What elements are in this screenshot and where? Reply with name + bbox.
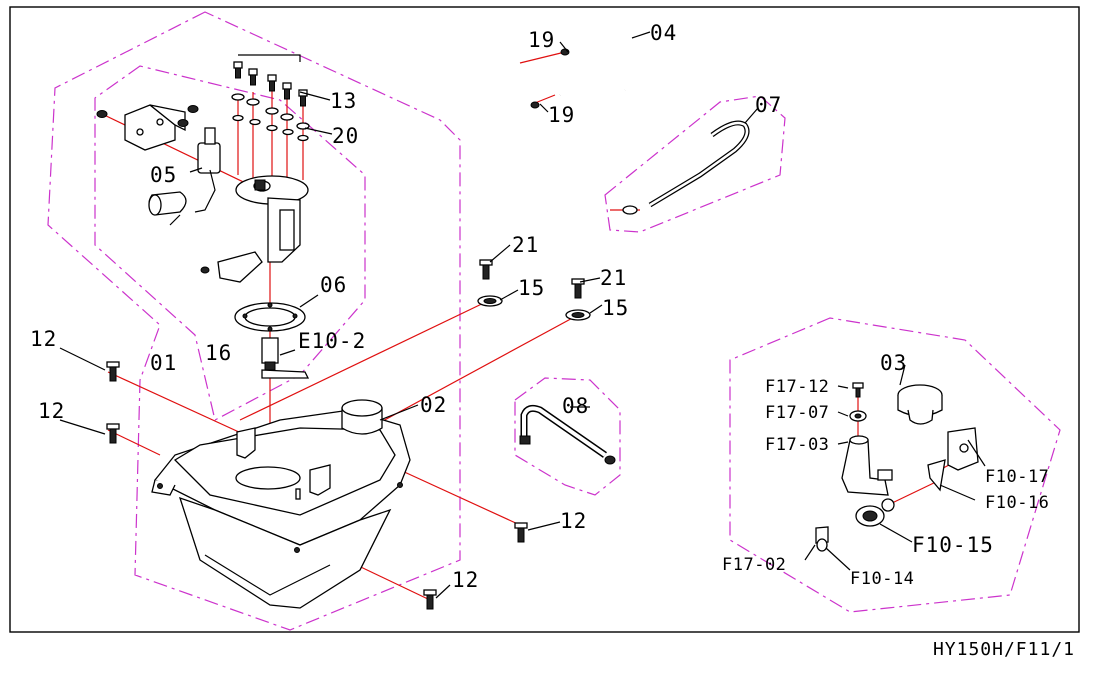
washers-20 — [231, 93, 310, 142]
bolts-21 — [479, 259, 585, 299]
callout-19-b: 19 — [548, 103, 575, 127]
callout-12-a: 12 — [30, 327, 57, 351]
group-outline-cap-lock — [729, 317, 1061, 613]
fuel-pump-05 — [148, 127, 221, 216]
hose-08 — [519, 404, 616, 465]
callout-f17-07: F17-07 — [765, 403, 829, 423]
callout-01: 01 — [150, 351, 177, 375]
screws-13-bracket — [238, 54, 301, 62]
group-outline-hose-07 — [604, 95, 786, 233]
callout-f10-16: F10-16 — [985, 493, 1049, 513]
callout-05: 05 — [150, 163, 177, 187]
fuel-sender-e10-2 — [261, 337, 310, 379]
group-outline-fuel-pump — [94, 65, 366, 421]
screws-13 — [233, 61, 308, 107]
pump-bracket — [96, 104, 199, 151]
leader-lines — [59, 31, 986, 599]
lock-parts — [815, 382, 979, 552]
callout-03: 03 — [880, 351, 907, 375]
bolts-12 — [106, 361, 528, 610]
callout-12-b: 12 — [38, 399, 65, 423]
callout-f10-17: F10-17 — [985, 467, 1049, 487]
document-code: HY150H/F11/1 — [933, 639, 1075, 660]
callout-f17-03: F17-03 — [765, 435, 829, 455]
gasket-06 — [234, 302, 306, 332]
callout-12-c: 12 — [560, 509, 587, 533]
callout-13: 13 — [330, 89, 357, 113]
grommets-15 — [477, 295, 591, 321]
group-outline-hose-08 — [514, 377, 621, 496]
group-outline-fuel-tank — [47, 11, 461, 631]
callout-21-b: 21 — [600, 266, 627, 290]
callout-15-b: 15 — [602, 296, 629, 320]
callout-07: 07 — [755, 93, 782, 117]
fuel-cap-03 — [897, 384, 943, 425]
callout-f17-02: F17-02 — [722, 555, 786, 575]
callout-06: 06 — [320, 273, 347, 297]
callout-21-a: 21 — [512, 233, 539, 257]
fuel-tank — [151, 399, 411, 609]
callout-04: 04 — [650, 21, 677, 45]
callout-15-a: 15 — [518, 276, 545, 300]
callout-20: 20 — [332, 124, 359, 148]
diagram-frame — [9, 6, 1080, 633]
hose-07 — [622, 120, 750, 215]
callout-f10-15: F10-15 — [912, 533, 994, 557]
hose-04 — [530, 24, 637, 109]
callout-f10-14: F10-14 — [850, 569, 914, 589]
callout-19-a: 19 — [528, 28, 555, 52]
pump-flange — [200, 175, 309, 283]
callout-f17-12: F17-12 — [765, 377, 829, 397]
callout-16: 16 — [205, 341, 232, 365]
callout-e10-2: E10-2 — [298, 329, 366, 353]
callout-12-d: 12 — [452, 568, 479, 592]
callout-02: 02 — [420, 393, 447, 417]
callout-08: 08 — [562, 394, 589, 418]
